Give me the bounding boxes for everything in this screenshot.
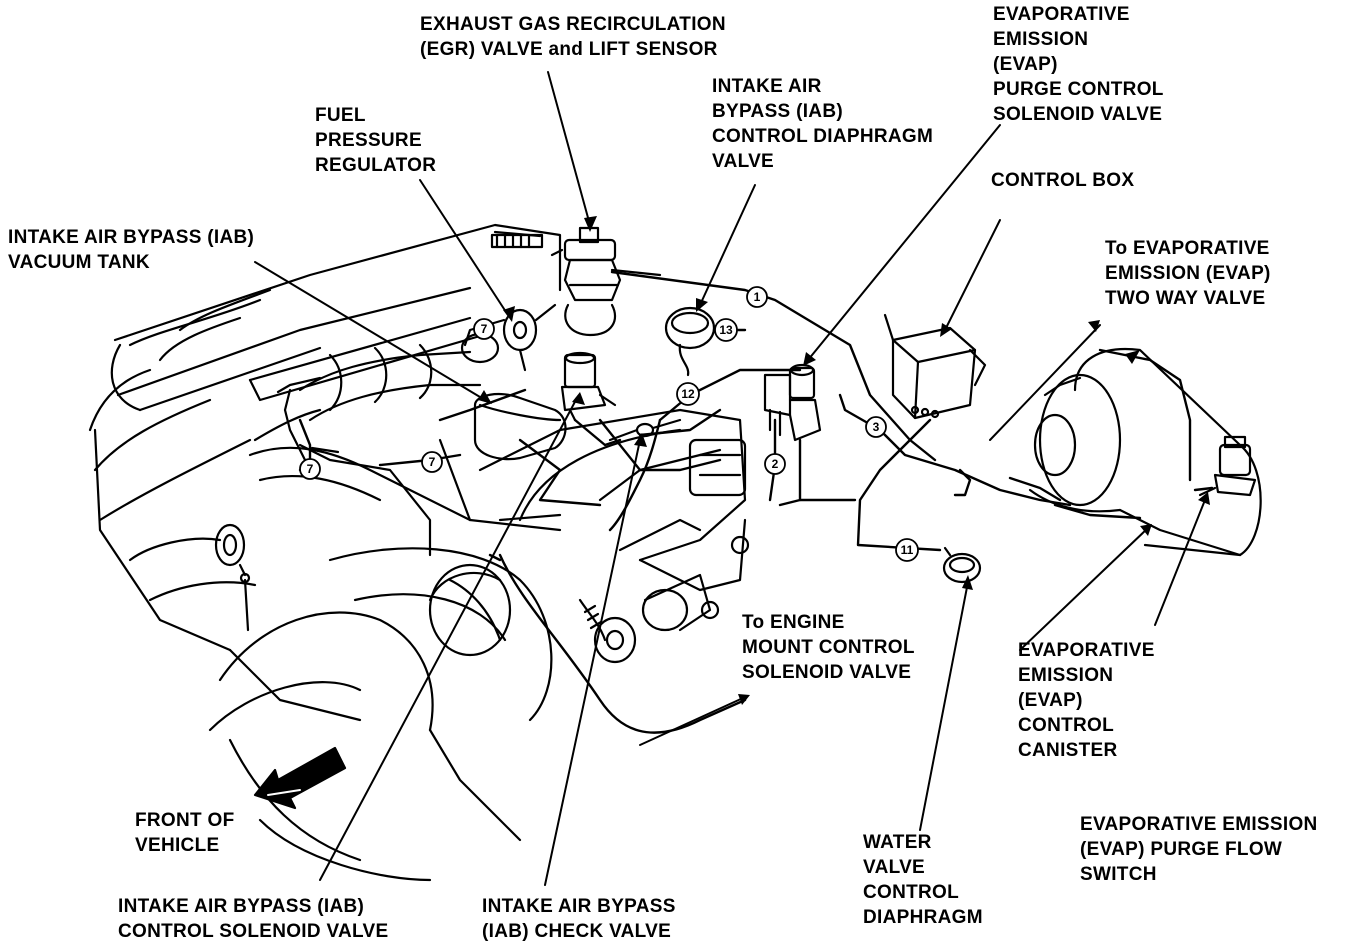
oil-cap [214,523,251,632]
hose-number-11: 11 [901,543,914,557]
hose-number-7b: 7 [307,462,314,476]
hose-number-12: 12 [681,387,695,401]
intake-manifold [248,343,562,532]
evap-canister [1028,347,1262,557]
hose-number-7a: 7 [481,322,488,336]
hose-number-7c: 7 [429,455,436,469]
iab-vacuum-tank [473,392,567,461]
hose-number-1: 1 [754,290,761,304]
hose-number-2: 2 [772,457,779,471]
evap-purge-solenoid [763,363,822,442]
throttle-body [478,408,750,664]
label-iab-vacuum-tank: INTAKE AIR BYPASS (IAB)VACUUM TANK [8,227,255,273]
air-intake-duct [208,547,553,882]
label-egr-valve: EXHAUST GAS RECIRCULATION(EGR) VALVE and… [420,14,726,60]
evap-purge-flow-switch [1198,435,1257,497]
iab-check-valve [608,418,682,442]
water-valve-diaphragm [942,546,982,584]
arrowheads [478,216,1210,705]
label-iab-control-solenoid: INTAKE AIR BYPASS (IAB)CONTROL SOLENOID … [118,896,389,942]
label-control-box: CONTROL BOX [991,170,1135,191]
hose-number-13: 13 [719,323,733,337]
label-iab-check-valve: INTAKE AIR BYPASS(IAB) CHECK VALVE [482,896,676,942]
iab-diaphragm-valve [664,306,727,377]
cylinder-head [88,223,562,722]
dipstick-tube [298,443,432,557]
vacuum-hoses [298,270,1214,734]
front-of-vehicle-arrow [253,746,347,810]
hose-number-markers [299,286,919,562]
control-box-unit [883,313,987,420]
leader-lines [254,71,1206,886]
egr-valve [550,226,662,337]
hose-number-3: 3 [873,420,880,434]
